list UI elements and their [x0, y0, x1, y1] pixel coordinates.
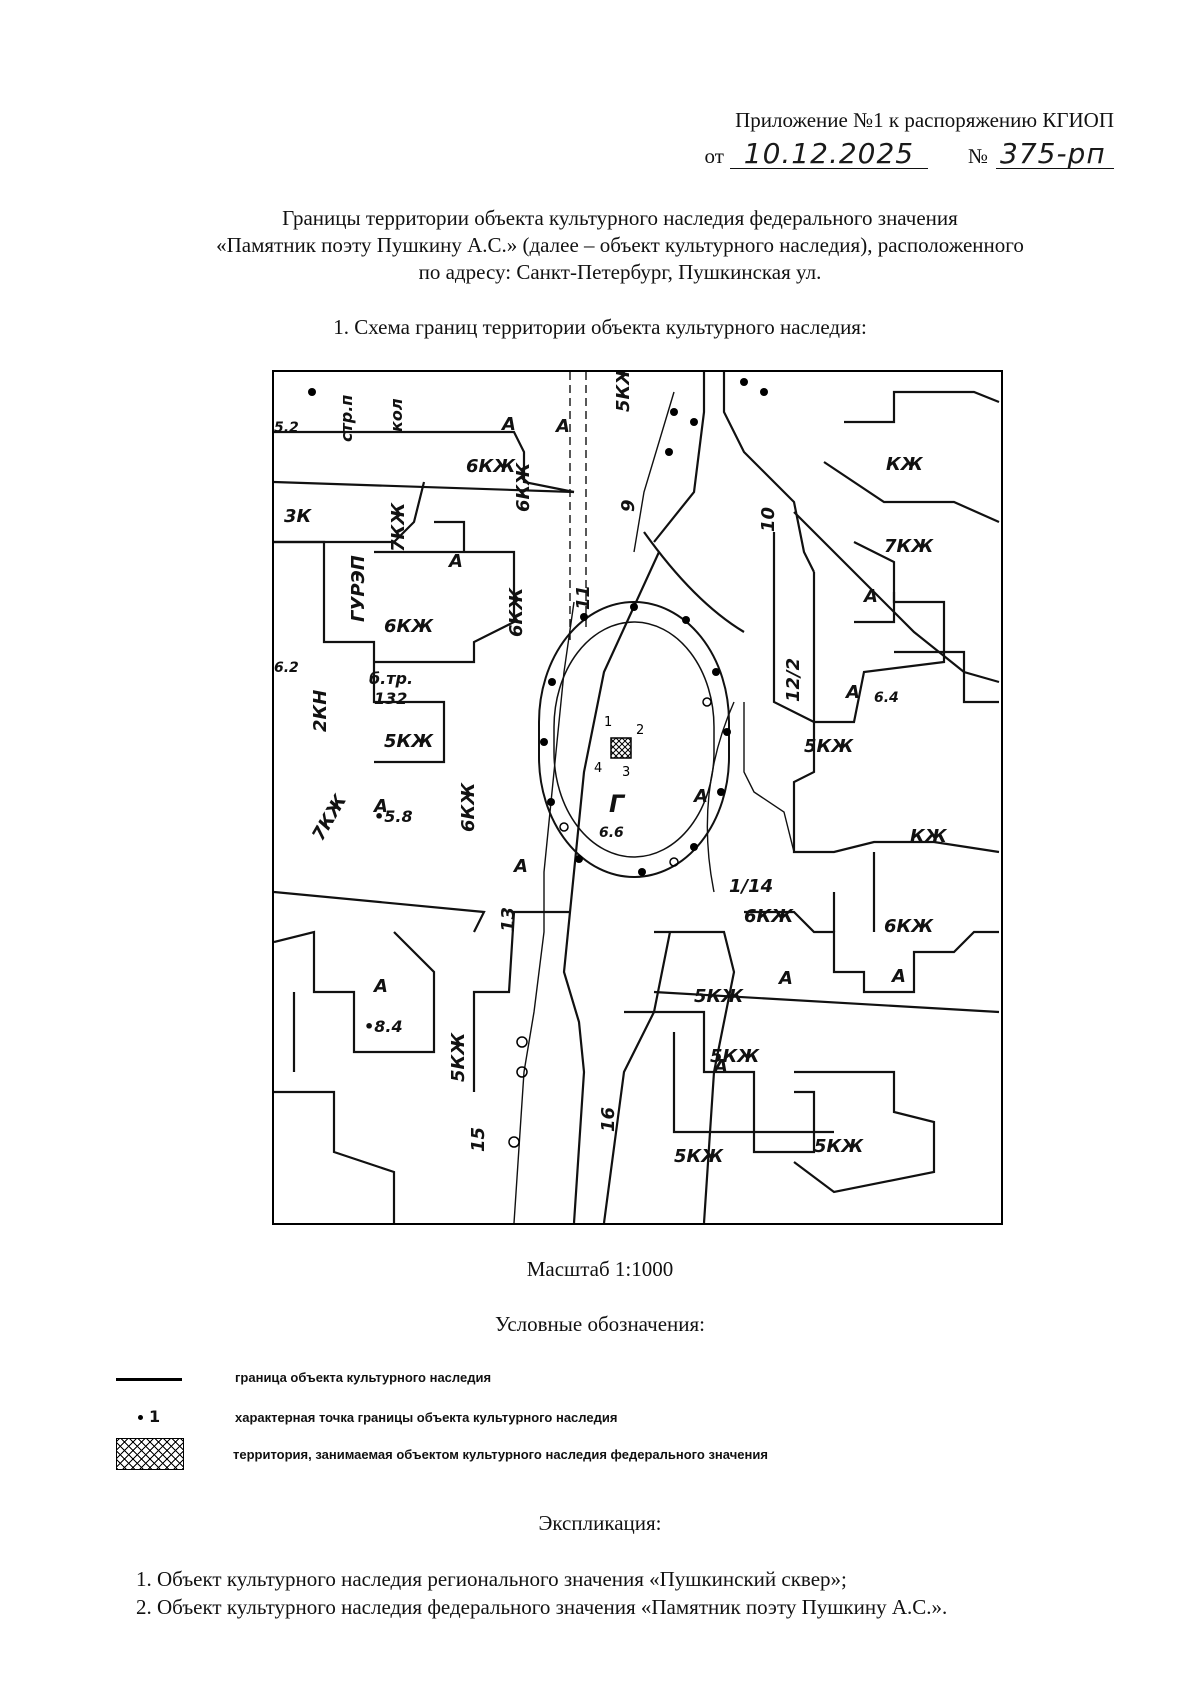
explication-item-2: 2. Объект культурного наследия федеральн…	[136, 1595, 948, 1619]
map-label-btr-num: 132	[374, 689, 407, 708]
map-label-8-4: •8.4	[364, 1017, 403, 1036]
legend-item-1: граница объекта культурного наследия	[235, 1370, 492, 1385]
boundary-points	[308, 378, 768, 876]
map-label-6-6: 6.6	[599, 825, 624, 841]
map-label-a-r3: А	[777, 968, 793, 989]
map-label-n11: 11	[573, 585, 594, 610]
map-label-a-road: А	[692, 786, 708, 807]
appendix-date-number: от 10.12.2025 № 375-рп	[705, 140, 1114, 169]
map-label-6kzh-v1: 6КЖ	[513, 462, 534, 512]
map-label-kzh-top: КЖ	[886, 454, 924, 475]
map-label-6kzh-r2: 6КЖ	[884, 916, 934, 937]
map-label-6kzh-r1: 6КЖ	[744, 906, 794, 927]
map-label-btr: б.тр.	[369, 669, 413, 688]
map-label-5kzh-r4: 5КЖ	[804, 736, 854, 757]
map-drawing: 6КЖ 6КЖ 5КЖ 3К б.тр. 132 5.2 6.2 •5.8 •8…	[273, 362, 1000, 1224]
map-label-5kzh-r1: 5КЖ	[710, 1046, 760, 1067]
explication-item-1: 1. Объект культурного наследия региональ…	[136, 1567, 847, 1591]
legend-item-2: характерная точка границы объекта культу…	[235, 1410, 618, 1425]
map-point-2: 2	[636, 723, 644, 738]
map-label-a-r1: А	[862, 586, 878, 607]
section-1-heading: 1. Схема границ территории объекта культ…	[333, 315, 867, 339]
map-label-7kzh-right: 7КЖ	[884, 536, 934, 557]
title-line-3: по адресу: Санкт-Петербург, Пушкинская у…	[418, 260, 822, 284]
map-label-a-r2: А	[844, 682, 860, 703]
map-label-n10: 10	[758, 507, 779, 532]
legend-hatch-symbol	[116, 1438, 184, 1470]
map-label-strp: стр.п	[337, 395, 356, 442]
handwritten-date: 10.12.2025	[729, 140, 928, 169]
map-label-5-2: 5.2	[274, 420, 299, 436]
map-label-7kzh-top: 7КЖ	[388, 502, 409, 552]
map-label-a-r4: А	[712, 1056, 728, 1077]
map-label-6-4: 6.4	[874, 690, 899, 706]
legend-line-symbol	[116, 1378, 182, 1381]
map-label-2kn: 2КН	[310, 690, 331, 732]
map-label-a-top3: А	[554, 416, 570, 437]
title-line-2: «Памятник поэту Пушкину А.С.» (далее – о…	[216, 233, 1024, 257]
explication-title: Экспликация:	[538, 1511, 662, 1535]
map-label-a-left: А	[372, 976, 388, 997]
map-label-kol: кол	[387, 398, 406, 432]
map-label-1-14: 1/14	[729, 876, 773, 897]
map-label-n9: 9	[618, 499, 639, 512]
map-label-kzh: КЖ	[910, 826, 948, 847]
map-label-7kzh-left: 7КЖ	[308, 790, 351, 844]
map-label-5-8: •5.8	[374, 807, 413, 826]
map-label-n12: 12/2	[783, 658, 804, 702]
map-label-5kzh-r3: 5КЖ	[674, 1146, 724, 1167]
handwritten-number: 375-рп	[996, 140, 1114, 169]
map-label-n15: 15	[468, 1127, 489, 1152]
map-label-5kzh-r2: 5КЖ	[814, 1136, 864, 1157]
legend-point-symbol: 1	[138, 1407, 160, 1426]
map-label-gurep: ГУРЭП	[348, 555, 369, 622]
map-label-6kzh-top: 6КЖ	[466, 456, 516, 477]
document-title: Границы территории объекта культурного н…	[100, 205, 1140, 286]
map-label-g: Г	[609, 790, 626, 818]
map-label-6kzh-v2: 6КЖ	[506, 587, 527, 637]
legend-title: Условные обозначения:	[494, 1312, 706, 1336]
map-label-a-r5: А	[890, 966, 906, 987]
legend-item-3: территория, занимаемая объектом культурн…	[233, 1447, 768, 1462]
legend-point-label: 1	[149, 1407, 161, 1426]
title-line-1: Границы территории объекта культурного н…	[282, 206, 958, 230]
map-scale: Масштаб 1:1000	[526, 1257, 674, 1281]
map-label-3k: 3К	[284, 506, 313, 527]
map-label-n13: 13	[498, 907, 519, 932]
map-label-5kzh-low: 5КЖ	[448, 1032, 469, 1082]
map-label-a-top: А	[500, 414, 516, 435]
map-label-a-mid: А	[512, 856, 528, 877]
map-label-n16: 16	[598, 1107, 619, 1132]
map-label-6kzh-mid: 6КЖ	[384, 616, 434, 637]
map-label-6-2: 6.2	[274, 660, 299, 676]
map-point-3: 3	[622, 765, 630, 780]
map-label-6kzh-v3: 6КЖ	[458, 782, 479, 832]
map-point-1: 1	[604, 715, 612, 730]
map-label-5kzh-mid: 5КЖ	[384, 731, 434, 752]
boundary-map: 6КЖ 6КЖ 5КЖ 3К б.тр. 132 5.2 6.2 •5.8 •8…	[272, 362, 1003, 1225]
appendix-header: Приложение №1 к распоряжению КГИОП	[735, 108, 1114, 132]
map-label-a-left2: А	[372, 796, 388, 817]
map-label-5kzh-top: 5КЖ	[694, 986, 744, 1007]
map-label-a-top2: А	[447, 551, 463, 572]
number-label: №	[967, 144, 988, 168]
map-point-4: 4	[594, 761, 602, 776]
map-label-5kzh-vtop: 5КЖ	[613, 372, 634, 412]
from-label: от	[704, 144, 724, 168]
